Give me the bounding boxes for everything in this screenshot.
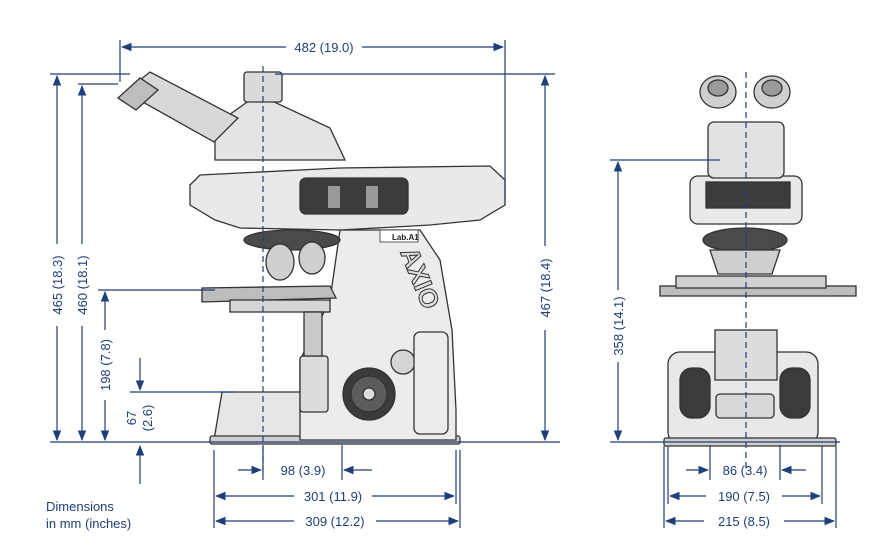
side-model-label: Lab.A1 (392, 233, 419, 242)
dim-front-height: 358 (14.1) (611, 296, 626, 355)
dim-top-width: 482 (19.0) (294, 40, 353, 55)
dim-focus-offset: 98 (3.9) (281, 463, 326, 478)
caption-line-1: Dimensions (46, 499, 114, 514)
microscope-front-view (659, 75, 857, 447)
dim-base-height-in: (2.6) (140, 405, 155, 432)
microscope-side-view (116, 71, 506, 445)
dim-front-base-width: 190 (7.5) (718, 489, 770, 504)
dimension-lines (50, 40, 840, 528)
front-nosepiece (702, 227, 788, 253)
side-stage (201, 285, 338, 303)
side-fine-knob (390, 349, 416, 375)
front-head (707, 121, 785, 179)
side-panel (413, 331, 449, 435)
side-control-panel (299, 177, 409, 215)
dim-stage-height: 198 (7.8) (98, 339, 113, 391)
front-control-panel (705, 181, 791, 209)
front-name-plate (715, 393, 775, 419)
front-right-knob (779, 367, 811, 419)
dim-total-depth: 309 (12.2) (305, 514, 364, 529)
front-left-knob (679, 367, 711, 419)
dim-base-depth: 301 (11.9) (304, 489, 362, 504)
side-nosepiece (243, 229, 341, 251)
dim-base-height-mm: 67 (124, 411, 139, 425)
dim-front-inner-width: 86 (3.4) (723, 463, 768, 478)
dim-height-right: 467 (18.4) (538, 258, 553, 317)
side-stage-carrier (229, 299, 331, 313)
side-head (214, 99, 347, 161)
side-condenser (299, 355, 329, 413)
dim-height-eyepiece: 460 (18.1) (75, 255, 90, 314)
dim-height-total: 465 (18.3) (50, 255, 65, 314)
dimensions-caption: Dimensions in mm (inches) (46, 498, 131, 532)
dim-front-total-width: 215 (8.5) (718, 514, 770, 529)
front-stage-top (675, 275, 827, 289)
caption-line-2: in mm (inches) (46, 516, 132, 531)
